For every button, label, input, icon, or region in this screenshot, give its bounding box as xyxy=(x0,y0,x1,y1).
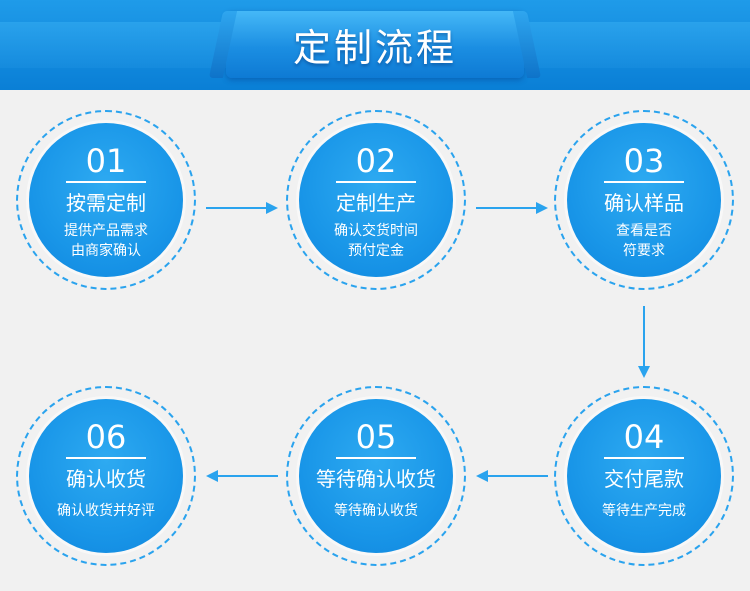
step-name: 交付尾款 xyxy=(604,467,684,491)
step-description-line: 预付定金 xyxy=(348,243,404,259)
step-number-underline xyxy=(66,457,146,459)
step-description-line: 由商家确认 xyxy=(71,243,141,259)
step-number-underline xyxy=(604,457,684,459)
arrow-right-icon xyxy=(206,202,278,214)
step-disc: 02 定制生产 确认交货时间 预付定金 xyxy=(299,123,453,277)
step-number: 02 xyxy=(355,142,397,180)
step-disc: 03 确认样品 查看是否 符要求 xyxy=(567,123,721,277)
arrow-down-icon xyxy=(638,306,650,378)
step-05: 05 等待确认收货 等待确认收货 xyxy=(286,386,466,566)
step-name: 确认样品 xyxy=(604,191,684,215)
step-description-line: 确认收货并好评 xyxy=(57,503,155,519)
step-01: 01 按需定制 提供产品需求 由商家确认 xyxy=(16,110,196,290)
step-number: 05 xyxy=(355,418,397,456)
step-description: 查看是否 符要求 xyxy=(567,221,721,261)
arrow-right-icon xyxy=(476,202,548,214)
step-number-underline xyxy=(336,181,416,183)
step-03: 03 确认样品 查看是否 符要求 xyxy=(554,110,734,290)
step-description-line: 等待生产完成 xyxy=(602,503,686,519)
step-description-line: 确认交货时间 xyxy=(334,223,418,239)
step-name: 等待确认收货 xyxy=(316,467,436,491)
step-number: 04 xyxy=(623,418,665,456)
step-description-line: 等待确认收货 xyxy=(334,503,418,519)
step-description: 确认收货并好评 xyxy=(29,501,183,521)
step-description: 确认交货时间 预付定金 xyxy=(299,221,453,261)
title-tab: 定制流程 xyxy=(226,11,524,78)
step-description-line: 提供产品需求 xyxy=(64,223,148,239)
step-04: 04 交付尾款 等待生产完成 xyxy=(554,386,734,566)
step-description-line: 符要求 xyxy=(623,243,665,259)
step-disc: 05 等待确认收货 等待确认收货 xyxy=(299,399,453,553)
step-disc: 06 确认收货 确认收货并好评 xyxy=(29,399,183,553)
step-number: 03 xyxy=(623,142,665,180)
step-number: 01 xyxy=(85,142,127,180)
step-description-line: 查看是否 xyxy=(616,223,672,239)
step-description: 提供产品需求 由商家确认 xyxy=(29,221,183,261)
step-name: 定制生产 xyxy=(336,191,416,215)
header-banner: 定制流程 xyxy=(0,0,750,90)
step-number: 06 xyxy=(85,418,127,456)
step-description: 等待确认收货 xyxy=(299,501,453,521)
step-disc: 01 按需定制 提供产品需求 由商家确认 xyxy=(29,123,183,277)
step-number-underline xyxy=(66,181,146,183)
step-description: 等待生产完成 xyxy=(567,501,721,521)
arrow-left-icon xyxy=(476,470,548,482)
step-disc: 04 交付尾款 等待生产完成 xyxy=(567,399,721,553)
step-name: 按需定制 xyxy=(66,191,146,215)
step-06: 06 确认收货 确认收货并好评 xyxy=(16,386,196,566)
page-title: 定制流程 xyxy=(292,26,457,70)
step-name: 确认收货 xyxy=(66,467,146,491)
step-number-underline xyxy=(336,457,416,459)
arrow-left-icon xyxy=(206,470,278,482)
step-02: 02 定制生产 确认交货时间 预付定金 xyxy=(286,110,466,290)
step-number-underline xyxy=(604,181,684,183)
